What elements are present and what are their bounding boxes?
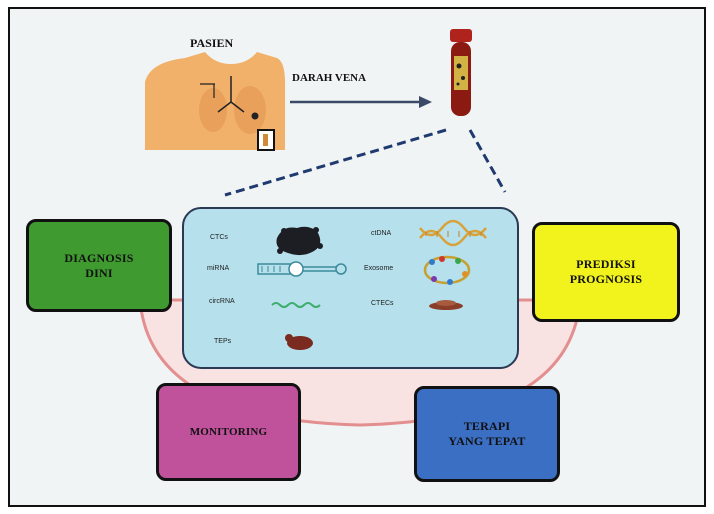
biomarker-panel bbox=[182, 207, 519, 369]
patient-torso-icon bbox=[145, 52, 285, 151]
monitoring-box: MONITORING bbox=[156, 383, 301, 481]
dna-helix-icon bbox=[419, 219, 487, 247]
biomarker-label: miRNA bbox=[207, 265, 230, 272]
monitoring-label: MONITORING bbox=[189, 425, 268, 438]
biomarker-label: TEPs bbox=[214, 338, 232, 345]
patient-label: PASIEN bbox=[190, 36, 234, 50]
exosome-icon bbox=[423, 255, 471, 285]
biomarker-label: Exosome bbox=[364, 265, 394, 272]
mirna-hairpin-icon bbox=[257, 261, 347, 277]
biomarker-label: CTECs bbox=[371, 300, 394, 307]
therapy-box: TERAPI YANG TEPAT bbox=[414, 386, 560, 482]
biomarker-label: CTCs bbox=[210, 234, 228, 241]
platelet-icon bbox=[285, 334, 313, 350]
zoom-line-left bbox=[224, 128, 447, 197]
zoom-line-right bbox=[468, 129, 507, 193]
prognosis-box: PREDIKSI PROGNOSIS bbox=[532, 222, 680, 322]
blood-tube-icon bbox=[450, 29, 472, 116]
ctc-cell-icon bbox=[276, 226, 323, 256]
biomarker-label: ctDNA bbox=[371, 230, 392, 237]
prognosis-label: PREDIKSI PROGNOSIS bbox=[569, 257, 643, 286]
circrna-wave-icon bbox=[271, 302, 321, 308]
diagnosis-label: DIAGNOSIS DINI bbox=[64, 250, 134, 280]
blood-draw-arrow bbox=[290, 96, 432, 108]
ctec-cell-icon bbox=[429, 300, 463, 310]
biomarker-label: circRNA bbox=[209, 298, 235, 305]
diagnosis-box: DIAGNOSIS DINI bbox=[26, 219, 172, 312]
blood-draw-label: DARAH VENA bbox=[292, 72, 367, 84]
therapy-label: TERAPI YANG TEPAT bbox=[448, 419, 526, 448]
